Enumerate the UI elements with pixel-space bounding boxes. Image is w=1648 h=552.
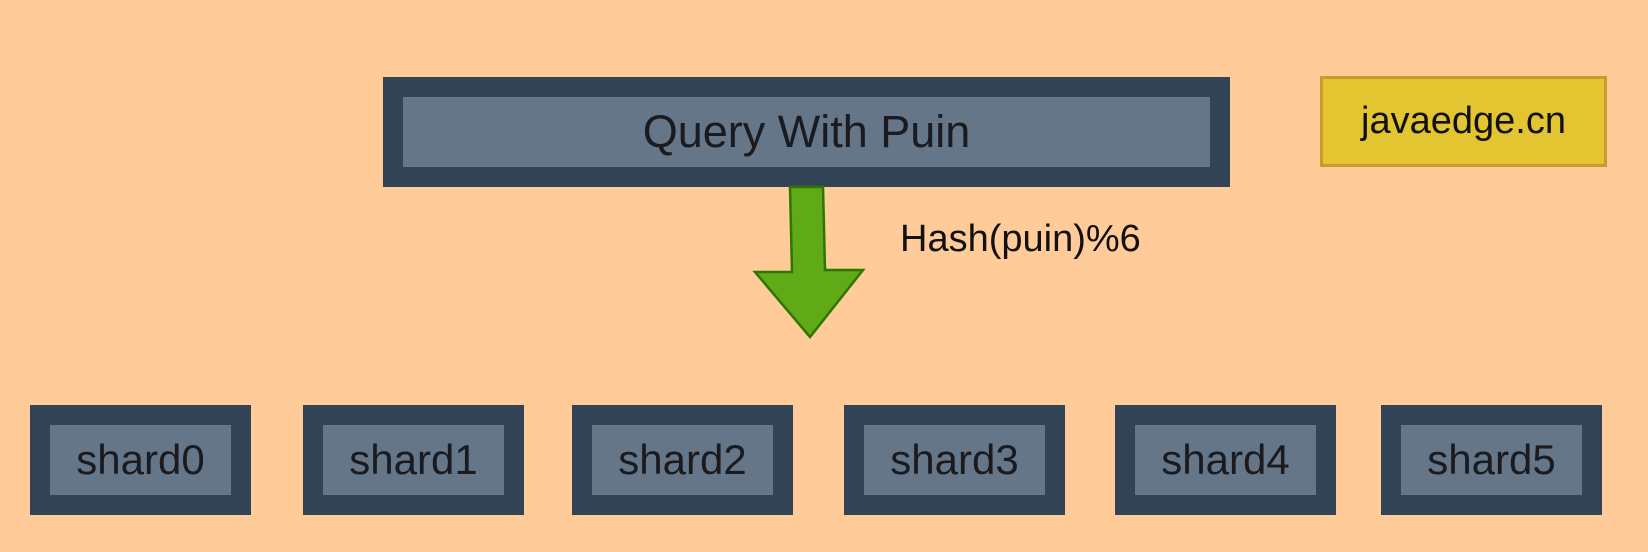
shard-label: shard5 (1401, 425, 1582, 495)
shard-label: shard3 (864, 425, 1045, 495)
shard-box-0: shard0 (30, 405, 251, 515)
shard-box-4: shard4 (1115, 405, 1336, 515)
hash-routing-arrow (752, 185, 866, 339)
shard-box-1: shard1 (303, 405, 524, 515)
shard-label: shard0 (50, 425, 231, 495)
query-box-label: Query With Puin (403, 97, 1210, 167)
watermark-label: javaedge.cn (1320, 76, 1607, 167)
shard-box-3: shard3 (844, 405, 1065, 515)
shard-label: shard2 (592, 425, 773, 495)
query-box: Query With Puin (383, 77, 1230, 187)
shard-box-2: shard2 (572, 405, 793, 515)
hash-label: Hash(puin)%6 (900, 218, 1141, 260)
shard-box-5: shard5 (1381, 405, 1602, 515)
shard-label: shard1 (323, 425, 504, 495)
shard-label: shard4 (1135, 425, 1316, 495)
